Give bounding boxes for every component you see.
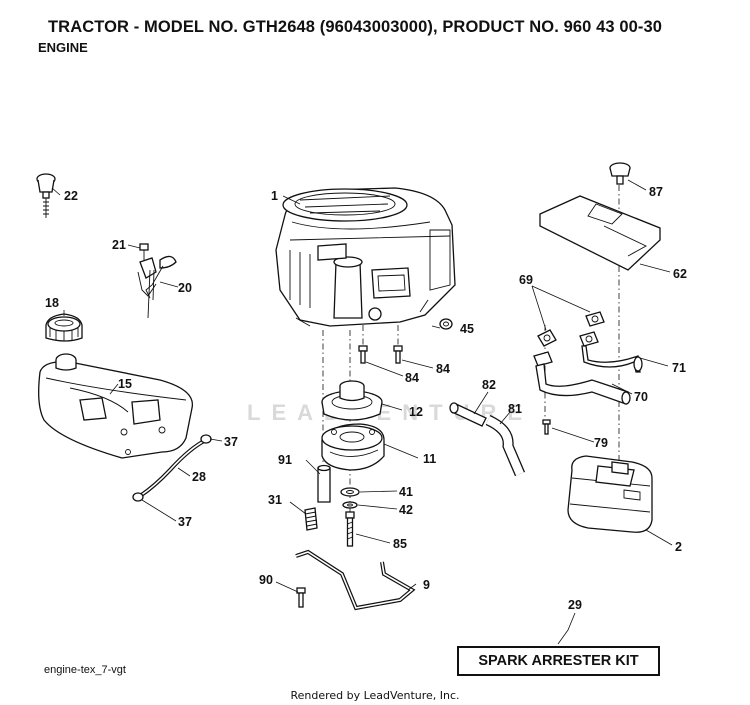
electric-clutch (321, 423, 385, 471)
callout-84-left: 84 (405, 371, 419, 385)
callout-69: 69 (519, 273, 533, 287)
callout-45: 45 (460, 322, 474, 336)
callout-62: 62 (673, 267, 687, 281)
fuel-cap (45, 313, 83, 342)
muffler (567, 455, 653, 533)
callout-87: 87 (649, 185, 663, 199)
muffler-heat-shield (539, 162, 661, 271)
screw (542, 419, 551, 435)
page-title: TRACTOR - MODEL NO. GTH2648 (96043003000… (48, 18, 663, 36)
footer-credit: Rendered by LeadVenture, Inc. (290, 689, 460, 702)
callout-90: 90 (259, 573, 273, 587)
section-subtitle: ENGINE (38, 40, 88, 55)
nut (439, 318, 453, 330)
fuel-tank (38, 353, 194, 459)
callout-82: 82 (482, 378, 496, 392)
callout-42: 42 (399, 503, 413, 517)
callout-21: 21 (112, 238, 126, 252)
engine-bolts (358, 345, 403, 364)
callout-37-bottom: 37 (178, 515, 192, 529)
callout-15: 15 (118, 377, 132, 391)
callout-81: 81 (508, 402, 522, 416)
callout-11: 11 (423, 452, 436, 466)
callout-2: 2 (675, 540, 682, 554)
callout-85: 85 (393, 537, 407, 551)
callout-31: 31 (268, 493, 282, 507)
callout-71: 71 (672, 361, 686, 375)
callout-41: 41 (399, 485, 413, 499)
spark-arrester-kit-label: SPARK ARRESTER KIT (457, 646, 660, 676)
callout-91: 91 (278, 453, 292, 467)
support-rod (295, 549, 416, 611)
callout-22: 22 (64, 189, 78, 203)
callout-79: 79 (594, 436, 608, 450)
part-callouts: 1 22 21 20 18 15 37 28 37 45 84 84 12 11… (45, 185, 687, 612)
figure-code: engine-tex_7-vgt (44, 664, 126, 676)
callout-70: 70 (634, 390, 648, 404)
oil-drain-hose (449, 402, 526, 477)
dipstick-assembly (137, 243, 177, 319)
engine-pulley (321, 380, 383, 421)
leader-lines (51, 179, 673, 645)
callout-20: 20 (178, 281, 192, 295)
callout-18: 18 (45, 296, 59, 310)
callout-12: 12 (409, 405, 423, 419)
callout-37-top: 37 (224, 435, 238, 449)
callout-28: 28 (192, 470, 206, 484)
callout-84-right: 84 (436, 362, 450, 376)
engine-assembly (275, 187, 456, 327)
callout-1: 1 (271, 189, 278, 203)
choke-knob (36, 173, 56, 218)
callout-29: 29 (568, 598, 582, 612)
exhaust-pipes (533, 311, 643, 405)
clutch-hardware (304, 464, 360, 547)
callout-9: 9 (423, 578, 430, 592)
